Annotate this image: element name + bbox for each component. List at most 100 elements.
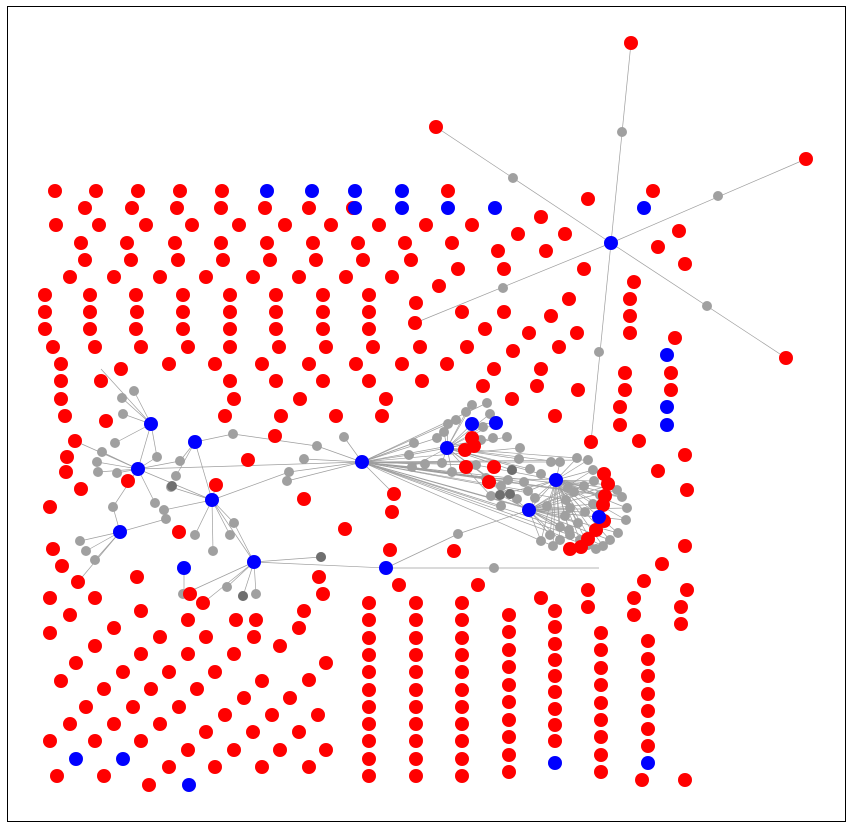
graph-node-red [88,340,102,354]
graph-node-red [181,340,195,354]
graph-node-gray [420,459,430,469]
graph-node-red [319,340,333,354]
graph-node-red [362,648,376,662]
graph-node-gray [713,191,723,201]
graph-node-red [799,152,813,166]
graph-node-red [672,224,686,238]
graph-edge [211,471,290,501]
graph-node-blue [69,752,83,766]
graph-node-gray [508,173,518,183]
graph-node-red [455,305,469,319]
graph-node-blue [260,184,274,198]
graph-node-gray [451,415,461,425]
graph-node-red [385,505,399,519]
graph-node-gray [81,546,91,556]
graph-node-red [227,392,241,406]
graph-node-red [548,637,562,651]
graph-node-red [297,604,311,618]
graph-node-gray [561,495,571,505]
graph-node-red [258,201,272,215]
graph-node-red [632,434,646,448]
graph-node-red [312,570,326,584]
graph-node-red [171,253,185,267]
graph-node-red [409,665,423,679]
graph-node-gray [171,471,181,481]
graph-edge [361,442,415,463]
graph-node-red [302,357,316,371]
graph-node-red [43,626,57,640]
graph-node-red [223,288,237,302]
graph-node-red [581,583,595,597]
graph-node-red [54,374,68,388]
graph-edge [286,461,363,482]
graph-node-red [383,543,397,557]
graph-node-red [311,708,325,722]
graph-node-red [237,691,251,705]
graph-node-red [134,604,148,618]
graph-node-red [255,674,269,688]
graph-node-red [637,574,651,588]
graph-node-red [502,660,516,674]
graph-node-red [441,184,455,198]
graph-edge [194,441,213,501]
graph-node-red [116,665,130,679]
graph-node-gray [486,491,496,501]
graph-node-red [176,288,190,302]
graph-node-red [107,717,121,731]
graph-node-red [680,483,694,497]
graph-node-gray [591,544,601,554]
graph-node-red [641,704,655,718]
graph-node-red [655,557,669,571]
graph-node-red [302,673,316,687]
graph-node-red [570,326,584,340]
graph-node-red [114,362,128,376]
graph-node-red [548,669,562,683]
graph-node-red [176,305,190,319]
graph-node-gray [546,457,556,467]
graph-node-red [487,362,501,376]
graph-node-red [502,695,516,709]
graph-node-gray [110,438,120,448]
graph-node-red [59,465,73,479]
graph-node-gray [75,536,85,546]
graph-node-red [247,630,261,644]
graph-node-red [338,522,352,536]
graph-edge [414,242,612,324]
graph-node-red [362,322,376,336]
graph-edge [610,158,807,244]
graph-node-red [429,120,443,134]
graph-node-red [130,305,144,319]
graph-node-red [641,669,655,683]
graph-node-gray [583,455,593,465]
graph-node-blue [182,778,196,792]
graph-node-gray [617,127,627,137]
graph-node-red [63,608,77,622]
graph-node-red [208,760,222,774]
graph-node-gray [299,454,309,464]
graph-node-red [594,765,608,779]
graph-node-red [502,625,516,639]
graph-node-red [94,374,108,388]
graph-node-red [581,600,595,614]
graph-node-red [502,748,516,762]
graph-node-dark [316,552,326,562]
graph-node-red [455,596,469,610]
graph-node-red [409,717,423,731]
graph-node-red [497,305,511,319]
graph-node-red [185,218,199,232]
graph-node-red [362,769,376,783]
graph-node-red [268,429,282,443]
graph-edge [361,461,554,547]
graph-node-red [273,743,287,757]
graph-node-red [134,734,148,748]
graph-node-red [142,778,156,792]
graph-node-gray [514,454,524,464]
graph-edge [288,461,363,473]
graph-node-red [362,305,376,319]
graph-node-gray [108,502,118,512]
graph-node-red [249,613,263,627]
graph-edge [457,509,530,535]
graph-edge [361,461,487,479]
graph-node-gray [229,518,239,528]
